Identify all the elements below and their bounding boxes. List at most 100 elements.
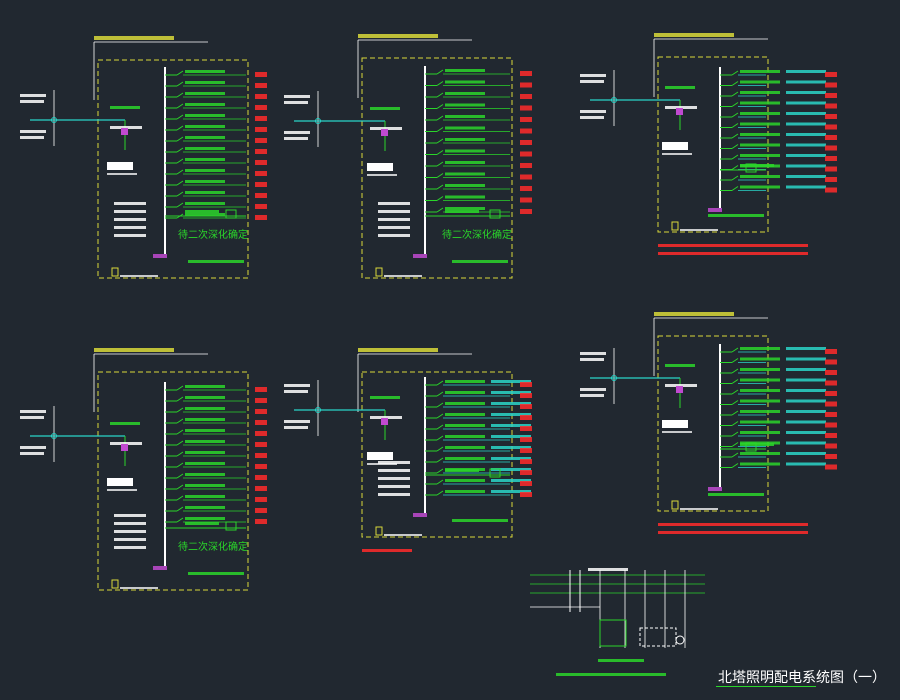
circuit-label <box>825 370 837 375</box>
breaker-label <box>370 396 400 399</box>
breaker-label <box>110 126 142 129</box>
contactor-symbol <box>489 209 501 219</box>
feeder-label <box>740 389 780 392</box>
circuit-label <box>520 481 532 486</box>
circuit-label <box>520 71 532 76</box>
feeder-label <box>740 357 780 361</box>
control-schematic <box>530 568 705 676</box>
circuit-label <box>825 145 837 151</box>
feeder-switch <box>731 154 739 160</box>
feeder-switch <box>176 451 184 457</box>
feeder-switch <box>436 196 444 201</box>
incomer-label <box>580 394 604 397</box>
feeder-cable-label <box>491 391 531 394</box>
feeder-label <box>740 101 780 105</box>
panel-frame <box>361 371 513 538</box>
circuit-label <box>825 454 837 459</box>
incomer-label <box>580 388 606 391</box>
controller-symbol <box>662 420 688 428</box>
feeder-switch <box>731 81 739 86</box>
feeder-switch <box>731 70 739 76</box>
feeder-label <box>740 378 780 382</box>
circuit-label <box>255 409 267 414</box>
incomer-label <box>20 416 44 419</box>
incomer-label <box>20 410 46 413</box>
feeder-label <box>740 399 780 403</box>
feeder-label <box>445 446 485 449</box>
incomer-label <box>580 74 606 77</box>
feeder-label <box>445 149 485 153</box>
feeder-switch <box>436 69 444 75</box>
feeder-switch <box>731 452 739 458</box>
feeder-switch <box>176 385 184 391</box>
feeder-switch <box>436 161 444 167</box>
feeder-label <box>740 143 780 147</box>
circuit-label <box>255 83 267 88</box>
breaker-label <box>665 384 697 387</box>
incomer-label <box>284 101 308 104</box>
feeder-label <box>445 424 485 427</box>
feeder-cable-label <box>786 441 826 445</box>
feeder-switch <box>176 180 184 186</box>
bottom-note <box>708 214 764 217</box>
incomer-junction <box>315 407 321 413</box>
feeder-switch <box>731 379 739 384</box>
incomer-label <box>284 95 310 98</box>
terminal-symbol <box>671 221 679 231</box>
parameter-text <box>378 493 410 496</box>
feeder-switch <box>176 158 184 164</box>
spare-label <box>185 522 219 525</box>
feeder-switch <box>176 136 184 142</box>
feeder-cable-label <box>786 431 826 434</box>
feeder-switch <box>436 81 444 86</box>
feeder-label <box>740 431 780 434</box>
feeder-switch <box>731 133 739 139</box>
schematic-caption <box>598 659 644 662</box>
incomer-label <box>284 137 308 140</box>
feeder-switch <box>176 125 184 131</box>
feeder-label <box>445 391 485 394</box>
feeder-cable-label <box>786 91 826 94</box>
feeder-switch <box>436 479 444 485</box>
feeder-switch <box>731 175 739 181</box>
feeder-cable-label <box>786 122 826 126</box>
feeder-cable-label <box>491 435 531 438</box>
incomer-label <box>580 358 604 361</box>
feeder-switch <box>436 184 444 190</box>
meter-symbol <box>381 418 388 425</box>
feeder-label <box>740 452 780 455</box>
bottom-note <box>452 519 508 522</box>
feeder-cable-label <box>786 133 826 136</box>
panel-bottom-middle <box>284 348 532 552</box>
circuit-label <box>520 393 532 398</box>
parameter-text <box>378 469 410 472</box>
contactor-symbol <box>745 163 757 173</box>
panel-frame <box>97 59 249 279</box>
feeder-label <box>445 92 485 95</box>
circuit-label <box>825 391 837 396</box>
panel-frame <box>97 371 249 591</box>
incomer-junction <box>51 117 57 123</box>
feeder-label <box>185 407 225 410</box>
feeder-label <box>740 112 780 115</box>
feeder-cable-label <box>491 424 531 427</box>
parameter-text <box>114 546 146 549</box>
feeder-switch <box>176 147 184 153</box>
feeder-label <box>445 435 485 438</box>
parameter-text <box>378 461 410 464</box>
spare-label <box>445 469 479 472</box>
feeder-cable-label <box>491 468 531 471</box>
circuit-label <box>825 433 837 438</box>
feeder-switch <box>176 429 184 435</box>
circuit-label <box>255 94 267 99</box>
schematic-controller <box>639 627 677 647</box>
panel-frame <box>657 335 769 512</box>
feeder-switch <box>731 421 739 426</box>
feeder-switch <box>436 424 444 430</box>
parameter-text <box>114 538 146 541</box>
circuit-label <box>825 114 837 119</box>
spare-label <box>740 164 774 167</box>
circuit-label <box>825 380 837 386</box>
feeder-label <box>185 506 225 509</box>
circuit-label <box>825 349 837 354</box>
